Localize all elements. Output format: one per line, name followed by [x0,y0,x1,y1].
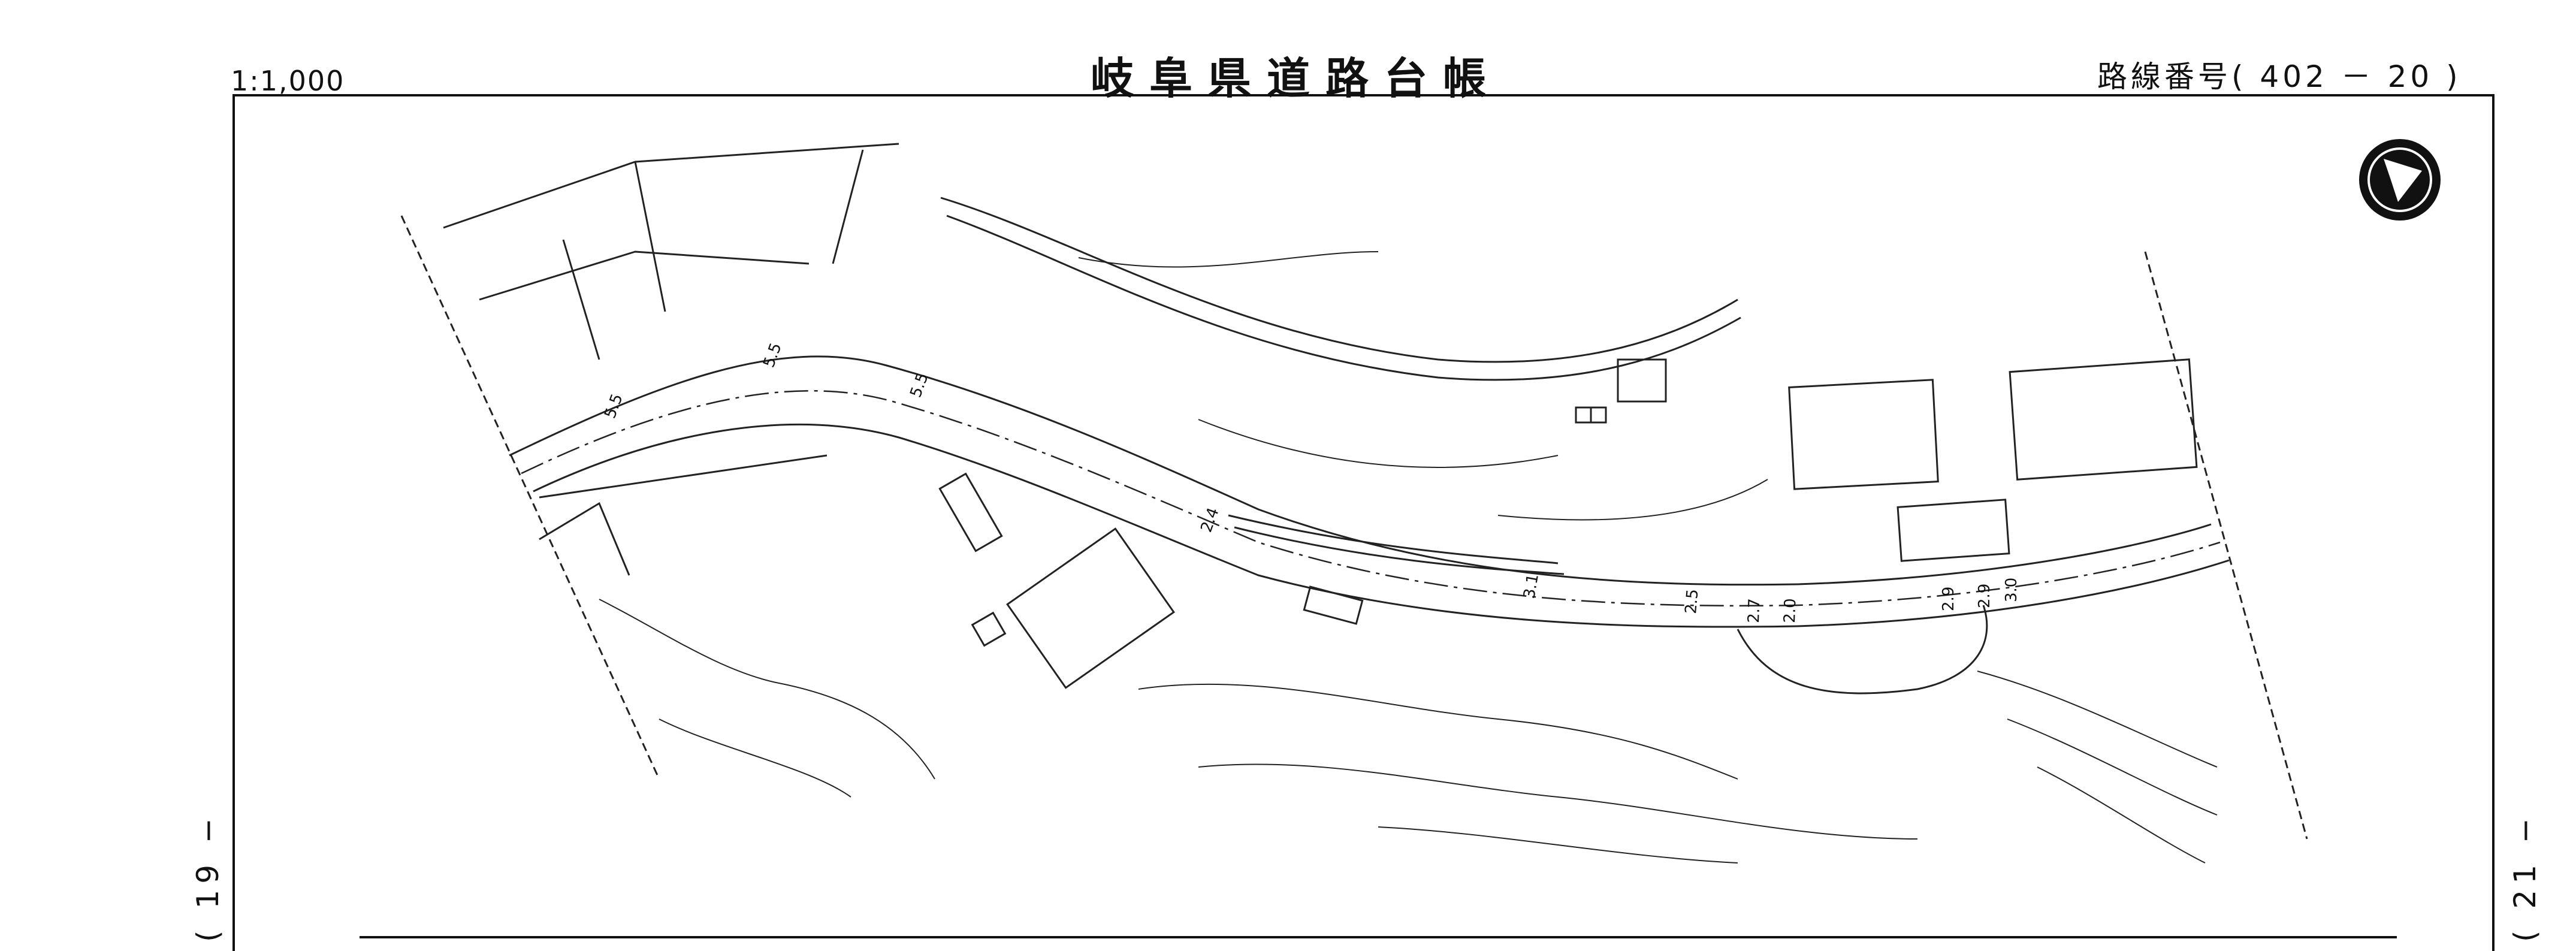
road-width-label: 2.5 [1682,588,1702,615]
road-width-label: 2.9 [1976,584,1994,608]
contour-line [1078,251,1379,268]
road-width-label: 3.0 [2003,578,2021,602]
contour-line [1198,419,1559,468]
parcel-line [539,454,828,499]
building [1617,358,1667,403]
map-scale: 1:1,000 [231,65,345,97]
contour-line [1497,479,1768,521]
section-boundary-right [2144,251,2308,840]
contour-line [1378,826,1738,864]
building [971,611,1007,647]
road-width-label: 2.7 [1745,598,1763,623]
road-width-label: 5.5 [760,340,785,370]
contour-line [599,599,935,780]
slope-north-upper [940,197,1738,363]
contour-line [2007,718,2218,816]
route-number: 路線番号( 402 － 20 ) [2097,59,2462,94]
building [1896,499,2010,562]
building [1006,527,1175,689]
bottom-rule [360,936,2397,938]
section-boundary-left [400,215,660,780]
slope-north-lower [946,215,1741,381]
road-width-label: 2.0 [1781,598,1799,623]
building [2009,358,2198,481]
building [1590,406,1607,424]
road-width-label: 5.5 [601,391,626,421]
building [1303,585,1364,625]
slope-road-north-2 [1234,526,1565,575]
contour-line [1977,671,2218,768]
slope-road-north [1228,514,1559,564]
road-width-label: 2.4 [1197,505,1222,535]
road-width-label: 2.9 [1940,587,1958,611]
contour-line [1138,683,1738,780]
road-edge-south [533,424,2230,628]
map-frame [232,94,2495,951]
building [1788,379,1939,490]
road-centerline [521,390,2221,607]
contour-line [659,718,851,798]
parcel-line [832,149,864,264]
slope-south-bulge [1737,605,1988,695]
road-edge-north [509,355,2212,586]
contour-line [2037,766,2206,864]
road-width-label: 3.1 [1520,572,1542,600]
parcel-line [479,250,810,301]
road-width-label: 5.5 [907,370,932,400]
parcel-line [539,502,630,576]
parcel-line [443,143,899,229]
parcel-line [634,161,666,312]
north-arrow-icon [2359,139,2441,221]
building [938,472,1003,553]
parcel-line [562,239,600,360]
contour-line [1198,763,1918,840]
building [1575,406,1592,424]
